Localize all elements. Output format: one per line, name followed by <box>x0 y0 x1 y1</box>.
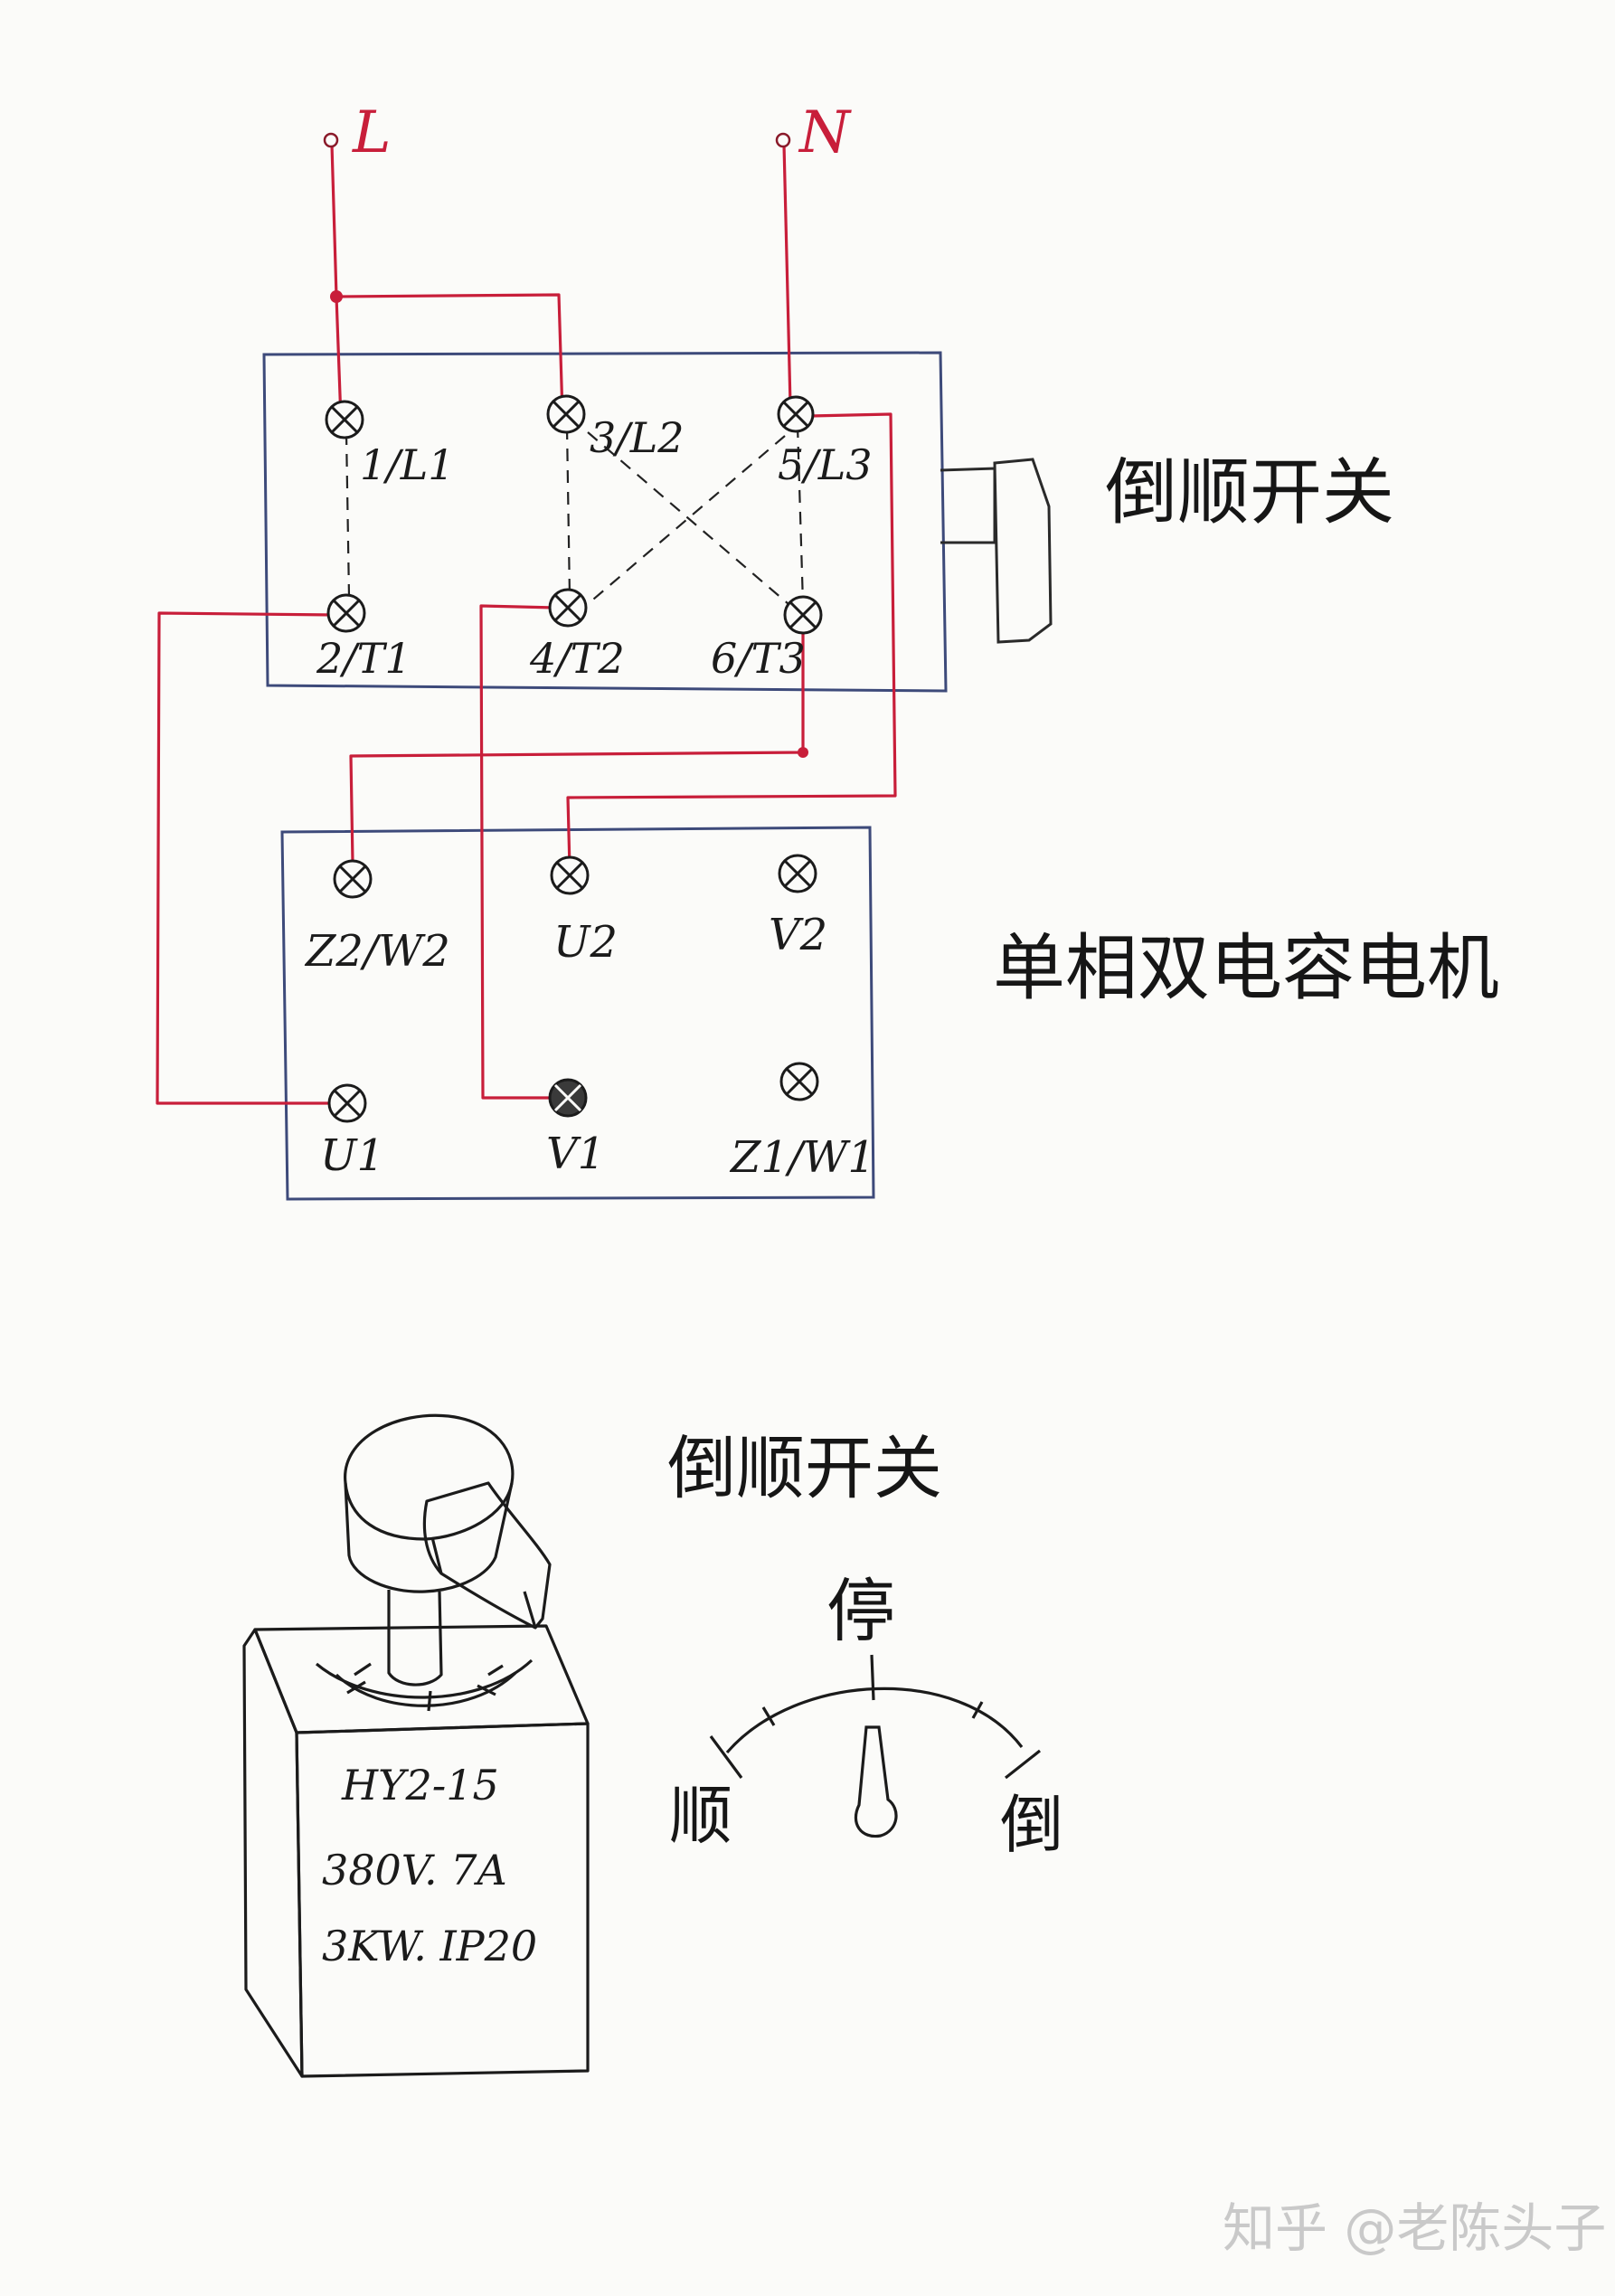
dial-tick-left <box>709 1706 776 1779</box>
terminal-label-v1: V1 <box>546 1129 605 1179</box>
terminal-v2 <box>778 854 817 893</box>
wire-t1-to-u1 <box>156 611 336 1105</box>
switch-side-lever <box>993 458 1053 644</box>
dial-arc <box>725 1687 1024 1754</box>
switch-internal-links <box>345 424 805 605</box>
device-labels: HY2-15 380V. 7A 3KW. IP20 <box>322 1761 537 1970</box>
terminal-6-t3 <box>783 595 823 635</box>
terminal-label-6-t3: 6/T3 <box>711 634 806 683</box>
terminal-u2 <box>550 855 590 895</box>
dial-stop-mark <box>870 1654 875 1701</box>
device-lever <box>422 1481 552 1630</box>
neutral-terminal <box>775 132 791 148</box>
device-rating: 380V. 7A <box>322 1846 507 1894</box>
terminal-z2-w2 <box>333 859 373 899</box>
red-wires <box>156 144 897 1105</box>
switch-panel-outline <box>262 351 948 693</box>
wire-live-branch <box>335 293 564 415</box>
terminal-label-5-l3: 5/L3 <box>778 440 873 489</box>
switch-terminal-labels: 1/L1 3/L2 5/L3 2/T1 4/T2 6/T3 <box>316 413 873 683</box>
supply-terminals <box>323 132 791 148</box>
dial-reverse-label: 倒 <box>1000 1788 1063 1862</box>
wire-t3-to-z2 <box>349 629 805 864</box>
live-terminal <box>323 132 339 148</box>
wire-neutral <box>782 144 792 406</box>
switch-side-handle <box>940 467 996 544</box>
terminal-label-z1-w1: Z1/W1 <box>729 1132 875 1183</box>
terminal-u1 <box>327 1083 367 1123</box>
position-dial <box>709 1654 1041 1838</box>
wire-t2-to-v1 <box>479 604 556 1100</box>
motor-terminal-labels: Z2/W2 U2 V2 U1 V1 Z1/W1 <box>304 910 875 1183</box>
device-left-side <box>242 1628 304 2078</box>
wire-live <box>330 144 343 420</box>
terminal-4-t2 <box>548 588 588 628</box>
terminal-3-l2 <box>546 394 586 434</box>
terminal-label-z2-w2: Z2/W2 <box>304 926 450 977</box>
device-knob-body <box>344 1482 514 1593</box>
switch-panel <box>262 351 1053 693</box>
terminal-label-3-l2: 3/L2 <box>590 413 685 462</box>
live-label: L <box>352 99 392 166</box>
terminal-z1-w1 <box>779 1062 819 1101</box>
link-3-4 <box>565 426 571 598</box>
switch-panel-title: 倒顺开关 <box>1105 450 1394 534</box>
motor-panel-outline <box>280 826 875 1201</box>
motor-panel-title: 单相双电容电机 <box>993 926 1499 1010</box>
device-shaft <box>387 1590 443 1687</box>
terminal-2-t1 <box>326 593 366 633</box>
dial-pointer <box>854 1725 898 1838</box>
link-1-2 <box>345 431 351 598</box>
terminal-label-2-t1: 2/T1 <box>316 634 411 683</box>
terminal-symbols <box>325 394 823 1123</box>
device-power: 3KW. IP20 <box>322 1922 537 1970</box>
link-5-6 <box>796 424 805 605</box>
terminal-1-l1 <box>325 400 364 439</box>
dial-tick-right <box>971 1701 1041 1780</box>
neutral-label: N <box>798 99 852 166</box>
terminal-5-l3 <box>777 395 815 433</box>
device-lever-edge <box>430 1536 537 1629</box>
device-sketch <box>242 1413 590 2078</box>
device-knob-cap <box>344 1413 515 1541</box>
terminal-label-v2: V2 <box>769 910 827 960</box>
junction-dots <box>330 290 808 758</box>
terminal-label-4-t2: 4/T2 <box>529 634 625 683</box>
dial-forward-label: 顺 <box>669 1779 732 1853</box>
link-3-6 <box>587 431 789 605</box>
junction-dot <box>330 290 343 303</box>
junction-dot <box>798 747 808 758</box>
dial-stop-label: 停 <box>826 1571 895 1651</box>
device-title: 倒顺开关 <box>667 1428 942 1508</box>
terminal-label-1-l1: 1/L1 <box>360 440 455 489</box>
device-model: HY2-15 <box>341 1761 499 1809</box>
terminal-label-u2: U2 <box>553 917 618 968</box>
terminal-label-u1: U1 <box>320 1130 384 1181</box>
device-top-plate <box>253 1624 590 1734</box>
wire-l3-to-u2 <box>566 412 897 869</box>
terminal-v1 <box>548 1078 588 1118</box>
device-plate-ticks <box>346 1662 504 1712</box>
motor-panel <box>280 826 875 1201</box>
watermark: 知乎 @老陈头子 <box>1223 2197 1606 2259</box>
